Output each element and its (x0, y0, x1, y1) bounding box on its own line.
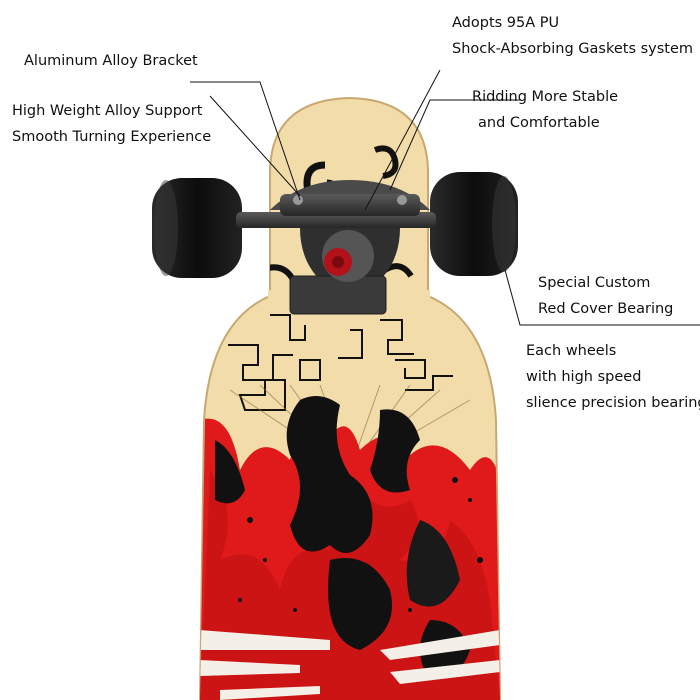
gaskets-label: Adopts 95A PU Shock-Absorbing Gaskets sy… (452, 15, 694, 57)
stable-label: Ridding More Stable and Comfortable (472, 89, 619, 131)
callout-lines (190, 69, 700, 326)
aluminum-bracket-label: Aluminum Alloy Bracket (24, 53, 198, 69)
wheels-label: Each wheels with high speed slience prec… (526, 343, 700, 411)
deck (198, 96, 502, 700)
truck (236, 180, 436, 315)
alloy-support-label: High Weight Alloy Support Smooth Turning… (12, 103, 212, 145)
bearing-label: Special Custom Red Cover Bearing (538, 275, 674, 317)
left-wheel (152, 178, 242, 278)
right-wheel (430, 172, 518, 276)
